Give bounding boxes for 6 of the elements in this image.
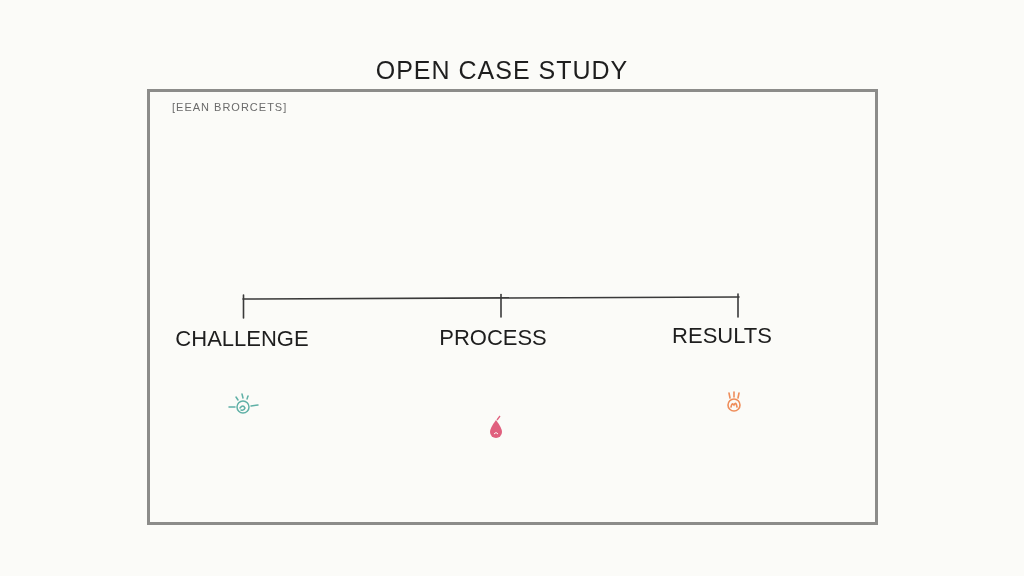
frame-box bbox=[147, 89, 878, 525]
title: OPEN CASE STUDY bbox=[375, 56, 629, 85]
stage-label: CHALLENGE bbox=[175, 326, 309, 352]
stage-label: RESULTS bbox=[672, 323, 772, 349]
stage-label: PROCESS bbox=[439, 325, 547, 351]
frame-caption: [EEAN BRORCETS] bbox=[172, 101, 288, 113]
